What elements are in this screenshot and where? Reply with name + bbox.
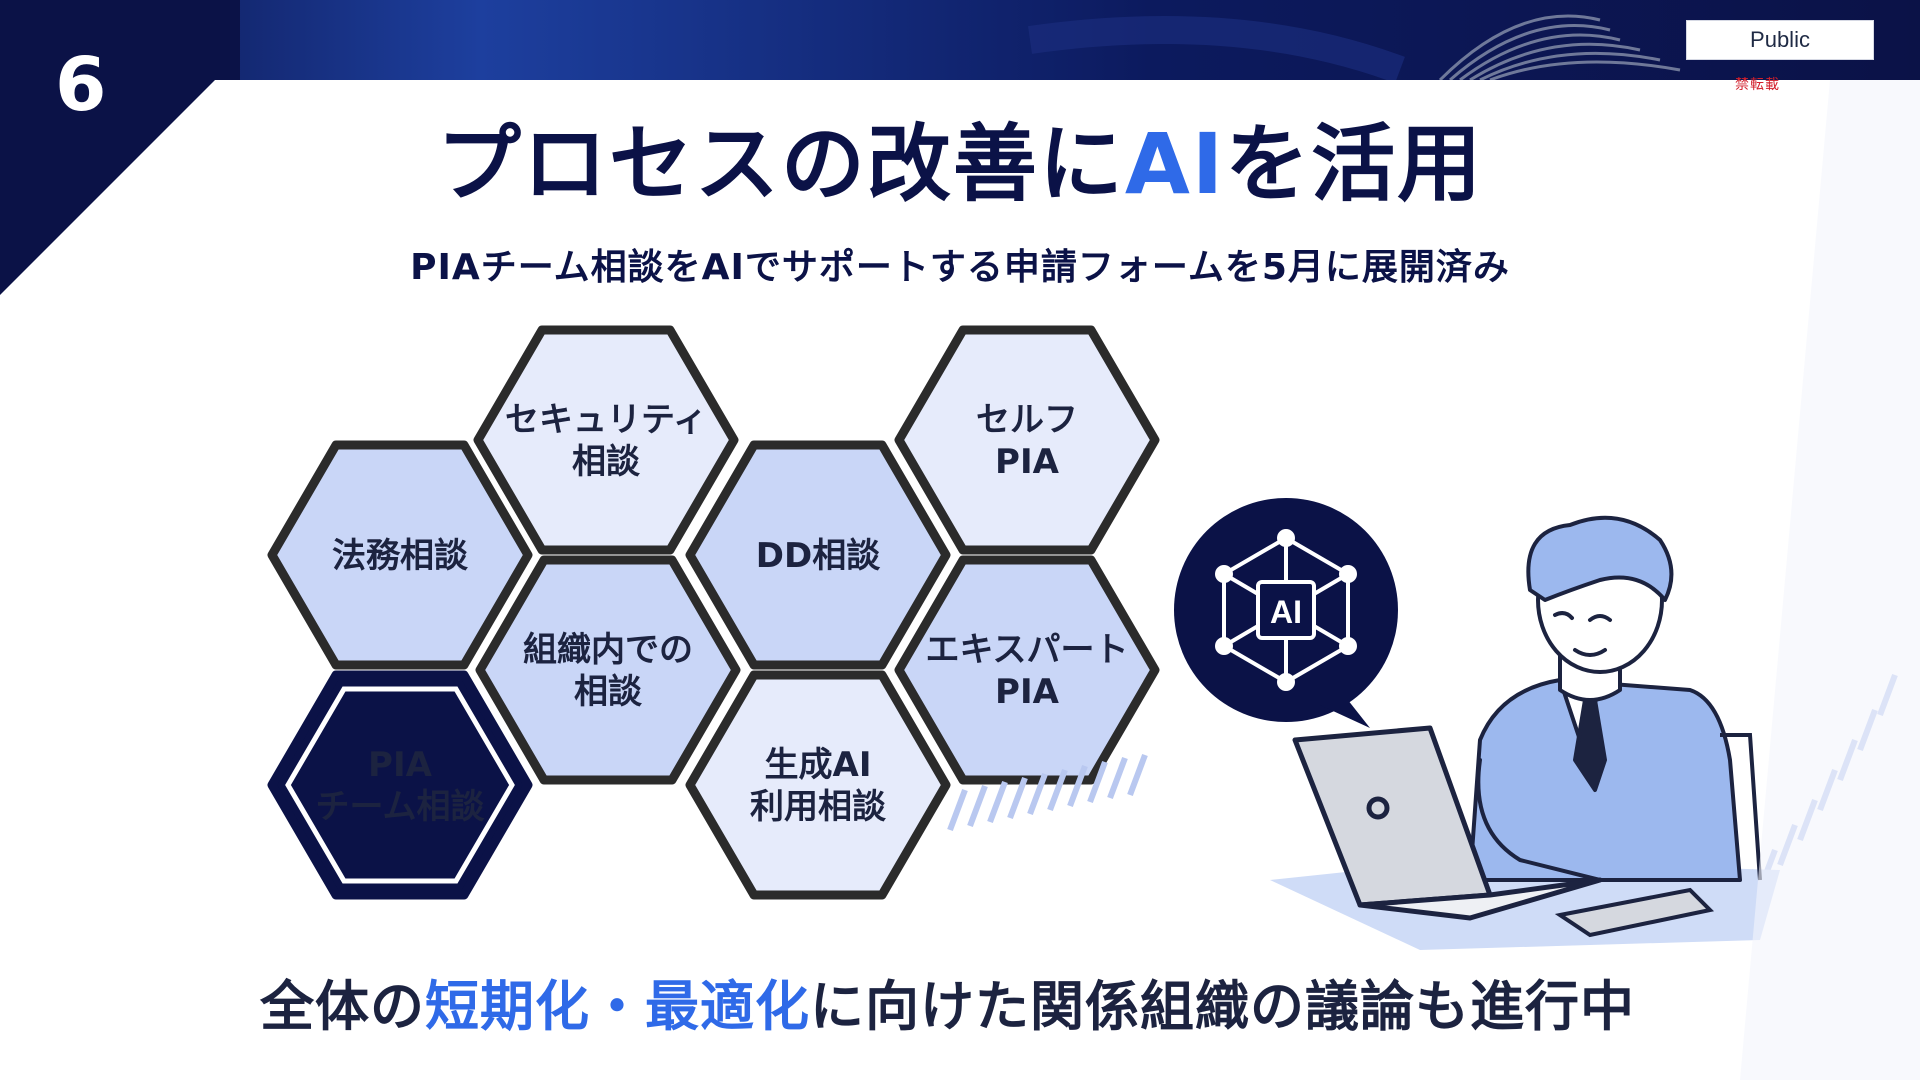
hexagon-label: 生成AI — [765, 745, 872, 785]
hexagon-shape — [473, 325, 739, 555]
hexagon-label: DD相談 — [756, 536, 881, 576]
hexagon-label: 相談 — [572, 442, 641, 482]
hexagon-pia-team: PIAチーム相談 — [267, 670, 533, 900]
notebook-icon — [1554, 887, 1715, 938]
title-part1: プロセスの改善に — [436, 115, 1125, 213]
corner-triangle — [0, 0, 240, 295]
public-tag: Public — [1686, 20, 1874, 60]
hexagon-shape — [267, 670, 533, 900]
no-repost-note: 禁転載 — [1735, 77, 1780, 93]
hexagon-shape — [894, 325, 1160, 555]
laptop-icon — [1292, 725, 1603, 921]
hexagon-label: PIA — [995, 442, 1060, 482]
ai-speech-bubble: AI — [1174, 498, 1398, 728]
rope-pattern-icon — [1438, 14, 1681, 80]
bottom-statement: 全体の短期化・最適化に向けた関係組織の議論も進行中 — [260, 962, 1635, 1041]
hexagon-label: セキュリティ — [505, 400, 707, 440]
hexagon-dd: DD相談 — [685, 440, 951, 670]
hexagon-label: 組織内での — [523, 630, 693, 670]
ai-badge-text: AI — [1270, 594, 1302, 630]
bottom-accent1: 短期化 — [425, 975, 590, 1038]
slide-number: 6 — [55, 42, 107, 128]
hexagon-label: エキスパート — [926, 630, 1129, 670]
hexagon-label: セルフ — [976, 400, 1078, 440]
hexagon-label: チーム相談 — [316, 787, 486, 827]
title-part2: を活用 — [1225, 115, 1484, 213]
hexagon-shape — [475, 555, 741, 785]
person-illustration — [1468, 515, 1742, 882]
bottom-accent2: 最適化 — [645, 975, 810, 1038]
hexagon-label: 相談 — [574, 672, 643, 712]
subtitle: PIAチーム相談をAIでサポートする申請フォームを5月に展開済み — [410, 247, 1510, 288]
hexagon-shape — [267, 440, 533, 670]
hexagon-label: PIA — [995, 672, 1060, 712]
bottom-separator: ・ — [590, 975, 645, 1038]
title-accent: AI — [1124, 115, 1226, 213]
hexagon-shape — [894, 555, 1160, 785]
bottom-part1: 全体の — [260, 975, 425, 1038]
hexagon-shape — [685, 440, 951, 670]
hexagon-shape — [685, 670, 951, 900]
header-band — [0, 0, 1920, 80]
ai-network-icon — [1215, 529, 1357, 691]
chair — [1720, 733, 1762, 881]
hexagon-label: PIA — [368, 745, 433, 785]
bottom-part2: に向けた関係組織の議論も進行中 — [810, 975, 1635, 1038]
hexagon-label: 法務相談 — [332, 536, 469, 576]
hexagon-inner-ring — [285, 686, 515, 884]
page-title: プロセスの改善にAIを活用 — [0, 118, 1920, 210]
hexagon-label: 利用相談 — [750, 787, 887, 827]
hexagon-legal: 法務相談 — [267, 440, 533, 670]
